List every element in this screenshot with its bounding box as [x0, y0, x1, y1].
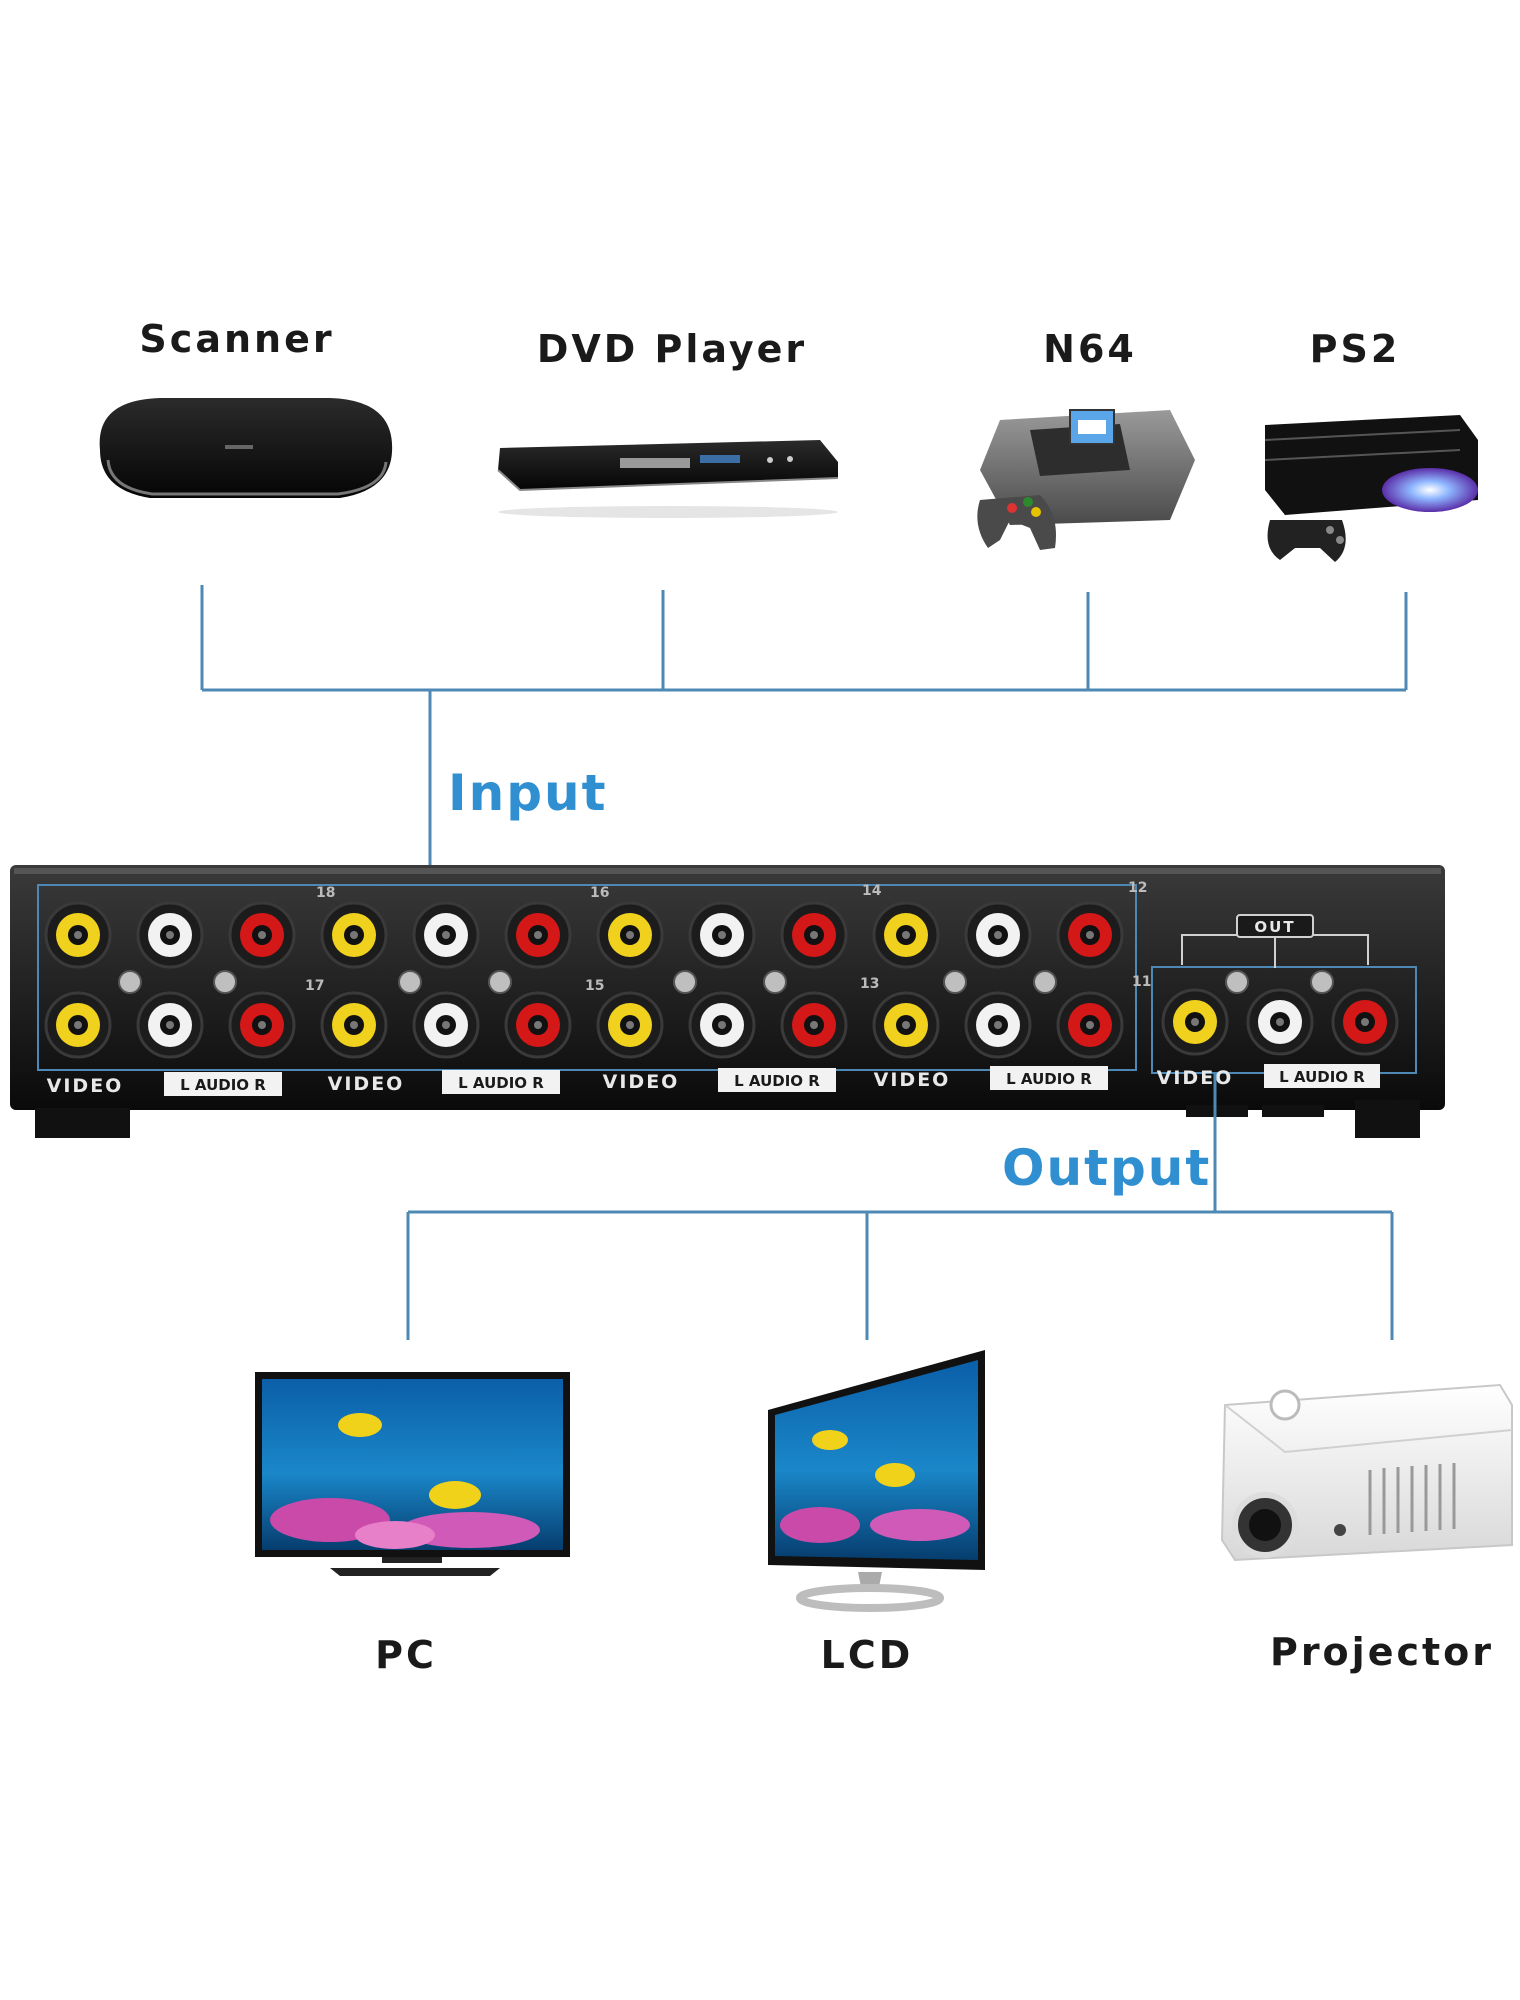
audio-label-1: L AUDIO R: [180, 1076, 266, 1094]
audio-right-jack: [780, 991, 848, 1059]
video-jack: [1161, 988, 1229, 1056]
input-label: Input: [448, 764, 608, 822]
screw-icon: [1225, 970, 1249, 994]
device-label-projector: Projector: [1270, 1630, 1494, 1674]
audio-right-jack: [780, 901, 848, 969]
projector-device-image: [1220, 1383, 1513, 1562]
dvd-player-device-image: [497, 440, 839, 518]
audio-left-jack: [136, 901, 204, 969]
ps2-device-image: [1264, 415, 1478, 562]
audio-left-jack: [1246, 988, 1314, 1056]
panel-labels: VIDEO L AUDIO R VIDEO L AUDIO R VIDEO L …: [47, 1064, 1380, 1097]
video-jack: [872, 901, 940, 969]
lcd-device-image: [768, 1350, 985, 1612]
screw-icon: [213, 970, 237, 994]
audio-left-jack: [688, 901, 756, 969]
audio-left-jack: [964, 991, 1032, 1059]
pc-device-image: [255, 1372, 570, 1576]
output-label: Output: [1002, 1139, 1211, 1197]
device-label-ps2: PS2: [1310, 327, 1401, 371]
input-wiring: [200, 585, 1408, 892]
rca-jacks: [44, 901, 1399, 1059]
audio-left-jack: [688, 991, 756, 1059]
audio-right-jack: [228, 991, 296, 1059]
channel-number-mid-2: 15: [585, 978, 604, 994]
screw-icon: [943, 970, 967, 994]
channel-number-top-2: 16: [590, 885, 609, 901]
channel-number-top-3: 14: [862, 883, 882, 899]
video-jack: [596, 901, 664, 969]
channel-number-mid-3: 13: [860, 976, 879, 992]
video-jack: [872, 991, 940, 1059]
audio-label-2: L AUDIO R: [458, 1074, 544, 1092]
audio-right-jack: [1056, 991, 1124, 1059]
video-label-out: VIDEO: [1157, 1067, 1234, 1089]
audio-right-jack: [228, 901, 296, 969]
video-label-1: VIDEO: [47, 1075, 124, 1097]
audio-label-out: L AUDIO R: [1279, 1068, 1365, 1086]
device-label-scanner: Scanner: [139, 317, 334, 361]
input-jacks-highlight: [37, 884, 1137, 1071]
audio-right-jack: [504, 991, 572, 1059]
audio-left-jack: [136, 991, 204, 1059]
screw-icon: [763, 970, 787, 994]
audio-label-4: L AUDIO R: [1006, 1070, 1092, 1088]
video-label-4: VIDEO: [874, 1069, 951, 1091]
device-label-pc: PC: [375, 1633, 437, 1677]
audio-label-3: L AUDIO R: [734, 1072, 820, 1090]
video-label-2: VIDEO: [328, 1073, 405, 1095]
audio-left-jack: [964, 901, 1032, 969]
audio-left-jack: [412, 901, 480, 969]
channel-number-top-1: 18: [316, 885, 335, 901]
video-jack: [320, 991, 388, 1059]
scanner-device-image: [99, 398, 393, 498]
channel-number-mid-1: 17: [305, 978, 324, 994]
n64-device-image: [977, 409, 1195, 550]
screw-icon: [1310, 970, 1334, 994]
video-jack: [44, 901, 112, 969]
channel-number-top-4: 12: [1128, 880, 1147, 896]
video-jack: [320, 901, 388, 969]
screw-icon: [398, 970, 422, 994]
device-label-dvd-player: DVD Player: [537, 327, 807, 371]
video-jack: [596, 991, 664, 1059]
screw-icon: [488, 970, 512, 994]
output-wiring: [406, 1072, 1394, 1340]
screw-icon: [1033, 970, 1057, 994]
channel-number-mid-4: 11: [1132, 974, 1151, 990]
device-label-n64: N64: [1043, 327, 1137, 371]
video-label-3: VIDEO: [603, 1071, 680, 1093]
audio-right-jack: [504, 901, 572, 969]
device-label-lcd: LCD: [821, 1633, 914, 1677]
audio-right-jack: [1056, 901, 1124, 969]
screw-icon: [673, 970, 697, 994]
out-label: OUT: [1254, 918, 1295, 936]
screw-icon: [118, 970, 142, 994]
channel-numbers: 18 16 14 12 17 15 13 11: [305, 880, 1151, 994]
video-jack: [44, 991, 112, 1059]
audio-left-jack: [412, 991, 480, 1059]
audio-right-jack: [1331, 988, 1399, 1056]
out-bracket: [1181, 914, 1369, 968]
